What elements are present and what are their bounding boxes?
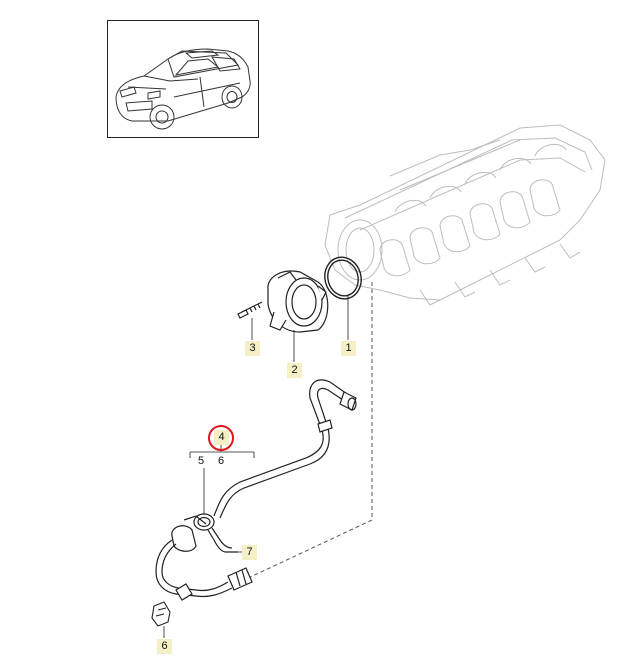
screw — [237, 301, 263, 319]
callout-part-6[interactable]: 6 — [157, 639, 172, 654]
car-illustration — [115, 48, 251, 130]
throttle-body — [267, 270, 329, 333]
callout-part-2[interactable]: 2 — [287, 363, 302, 378]
intake-manifold — [324, 124, 606, 306]
label-part-5: 5 — [198, 455, 205, 467]
vehicle-thumbnail — [107, 20, 259, 138]
hose-clip — [151, 601, 171, 627]
callout-part-1[interactable]: 1 — [341, 341, 356, 356]
label-part-6-upper: 6 — [218, 455, 225, 467]
callout-part-3[interactable]: 3 — [245, 341, 260, 356]
assembly-leader-dashed — [243, 282, 373, 581]
hose-assembly — [155, 379, 357, 601]
highlight-ring — [208, 425, 234, 451]
gasket-ring — [324, 256, 362, 300]
callout-part-7[interactable]: 7 — [242, 545, 257, 560]
